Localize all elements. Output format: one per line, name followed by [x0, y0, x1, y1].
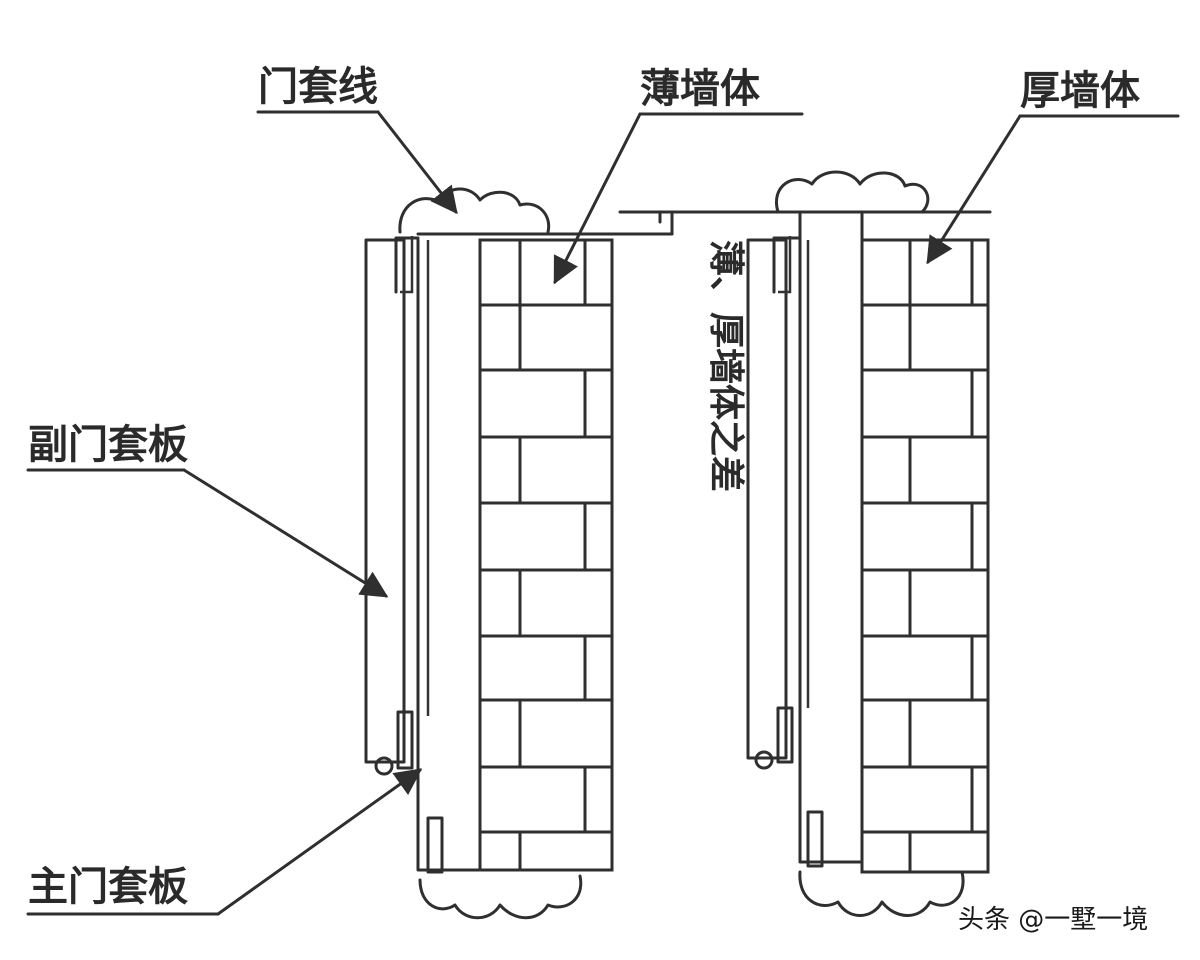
leader-door-casing-line-arrow	[376, 110, 458, 215]
thick-brick-wall	[860, 238, 990, 874]
leader-secondary-door-panel-arrow	[182, 468, 389, 598]
label-secondary-door-panel: 副门套板	[28, 422, 188, 468]
left-secondary-door-panel	[364, 238, 406, 764]
leader-main-door-panel-arrow	[216, 768, 423, 916]
right-bottom-connector	[776, 706, 794, 764]
left-bottom-connector-2	[426, 816, 444, 874]
left-top-casing-line	[398, 187, 551, 234]
leader-thick-wall-arrow	[926, 114, 1022, 265]
thin-brick-wall	[478, 238, 614, 872]
label-thick-wall: 厚墙体	[1020, 68, 1140, 114]
left-panel-bottom-knob	[374, 756, 394, 776]
label-wall-difference: 薄、厚墙体之差	[705, 240, 746, 492]
right-assembly	[618, 170, 992, 917]
right-secondary-door-panel	[746, 238, 788, 760]
left-bottom-casing-line	[418, 874, 583, 920]
right-top-connector	[772, 236, 802, 294]
label-thin-wall: 薄墙体	[640, 66, 760, 112]
right-panel-bottom-knob	[754, 750, 774, 770]
leader-thin-wall-arrow	[553, 112, 642, 285]
left-top-connector-slot	[400, 236, 414, 294]
left-bottom-connector	[396, 710, 414, 770]
difference-dimension	[658, 210, 674, 236]
watermark: 头条 @一墅一境	[958, 905, 1148, 935]
right-bottom-casing-line	[798, 870, 965, 917]
left-top-connector	[394, 236, 420, 294]
right-main-door-panel	[798, 210, 864, 864]
right-top-casing-line	[775, 170, 930, 214]
left-assembly	[364, 187, 674, 920]
label-main-door-panel: 主门套板	[28, 864, 188, 910]
right-bottom-connector-2	[806, 810, 824, 868]
right-top-connector-slot	[778, 236, 792, 294]
label-door-casing-line: 门套线	[258, 64, 378, 110]
